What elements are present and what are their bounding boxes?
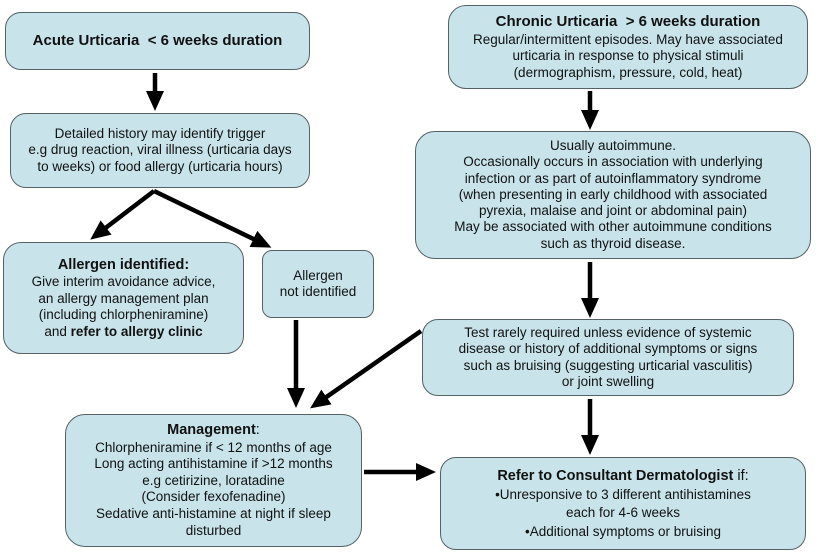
- box-usually-autoimmune: Usually autoimmune. Occasionally occurs …: [415, 131, 811, 259]
- allergen-identified-final-line: and refer to allergy clinic: [44, 324, 202, 340]
- detailed-line: e.g drug reaction, viral illness (urtica…: [28, 142, 292, 158]
- management-title-suffix: :: [255, 421, 260, 438]
- autoimmune-line: (when presenting in early childhood with…: [458, 186, 768, 202]
- management-line: Sedative anti-histamine at night if slee…: [96, 506, 331, 521]
- arrow-history-to-allergen-not-identified: [153, 188, 272, 248]
- box-refer-consultant-dermatologist: Refer to Consultant Dermatologist if: •U…: [440, 457, 806, 550]
- autoimmune-line: May be associated with other autoimmune …: [454, 219, 772, 235]
- chronic-line: (dermographism, pressure, cold, heat): [513, 64, 743, 80]
- allergen-identified-title: Allergen identified:: [57, 257, 190, 273]
- allergen-identified-line: (including chlorpheniramine): [38, 307, 209, 323]
- allergen-not-identified-line: not identified: [279, 284, 357, 299]
- arrow-history-to-allergen-identified: [90, 189, 156, 240]
- refer-title: Refer to Consultant Dermatologist: [497, 467, 734, 484]
- chronic-line: urticaria in response to physical stimul…: [512, 48, 744, 64]
- management-line: Long acting antihistamine if >12 months: [94, 456, 333, 472]
- test-line: or joint swelling: [561, 373, 655, 389]
- management-line: Chlorpheniramine if < 12 months of age: [95, 439, 332, 455]
- refer-line: •Unresponsive to 3 different antihistami…: [495, 486, 751, 502]
- allergen-not-identified-line: Allergen: [293, 267, 343, 283]
- box-management: Management: Chlorpheniramine if < 12 mon…: [65, 414, 362, 547]
- box-test-rarely-required: Test rarely required unless evidence of …: [422, 319, 794, 396]
- test-line: such as bruising (suggesting urticarial …: [463, 357, 753, 373]
- management-title-line: Management:: [167, 422, 260, 440]
- management-line: (Consider fexofenadine): [141, 489, 286, 505]
- detailed-line: to weeks) or food allergy (urticaria hou…: [37, 158, 283, 174]
- arrow-test-to-management: [310, 329, 423, 409]
- box-chronic-urticaria: Chronic Urticaria > 6 weeks duration Reg…: [448, 5, 808, 89]
- management-line: disturbed: [185, 522, 242, 538]
- autoimmune-line: Occasionally occurs in association with …: [463, 154, 763, 170]
- refer-title-line: Refer to Consultant Dermatologist if:: [497, 466, 748, 486]
- autoimmune-line: pyrexia, malaise and joint or abdominal …: [479, 203, 747, 219]
- acute-title: Acute Urticaria < 6 weeks duration: [32, 31, 283, 49]
- refer-to-allergy-clinic-text: refer to allergy clinic: [70, 323, 203, 339]
- management-title: Management: [167, 421, 256, 438]
- detailed-line: Detailed history may identify trigger: [54, 125, 266, 141]
- management-line: e.g cetirizine, loratadine: [142, 472, 285, 488]
- refer-title-suffix: if:: [733, 467, 749, 484]
- autoimmune-line: infection or as part of autoinflammatory…: [464, 170, 762, 186]
- test-line: Test rarely required unless evidence of …: [464, 324, 752, 340]
- test-line: disease or history of additional symptom…: [458, 341, 758, 357]
- chronic-title: Chronic Urticaria > 6 weeks duration: [495, 12, 761, 30]
- allergen-identified-final-prefix: and: [44, 323, 71, 339]
- refer-line: each for 4-6 weeks: [565, 505, 681, 521]
- refer-line: •Additional symptoms or bruising: [524, 523, 722, 539]
- box-detailed-history: Detailed history may identify trigger e.…: [10, 113, 310, 188]
- autoimmune-line: such as thyroid disease.: [540, 235, 686, 251]
- autoimmune-line: Usually autoimmune.: [549, 137, 677, 153]
- allergen-identified-line: Give interim avoidance advice,: [31, 274, 216, 290]
- allergen-identified-line: an allergy management plan: [38, 290, 209, 306]
- box-allergen-identified: Allergen identified: Give interim avoida…: [3, 242, 244, 354]
- chronic-line: Regular/intermittent episodes. May have …: [473, 31, 783, 47]
- box-allergen-not-identified: Allergen not identified: [262, 250, 374, 318]
- box-acute-urticaria: Acute Urticaria < 6 weeks duration: [5, 12, 310, 70]
